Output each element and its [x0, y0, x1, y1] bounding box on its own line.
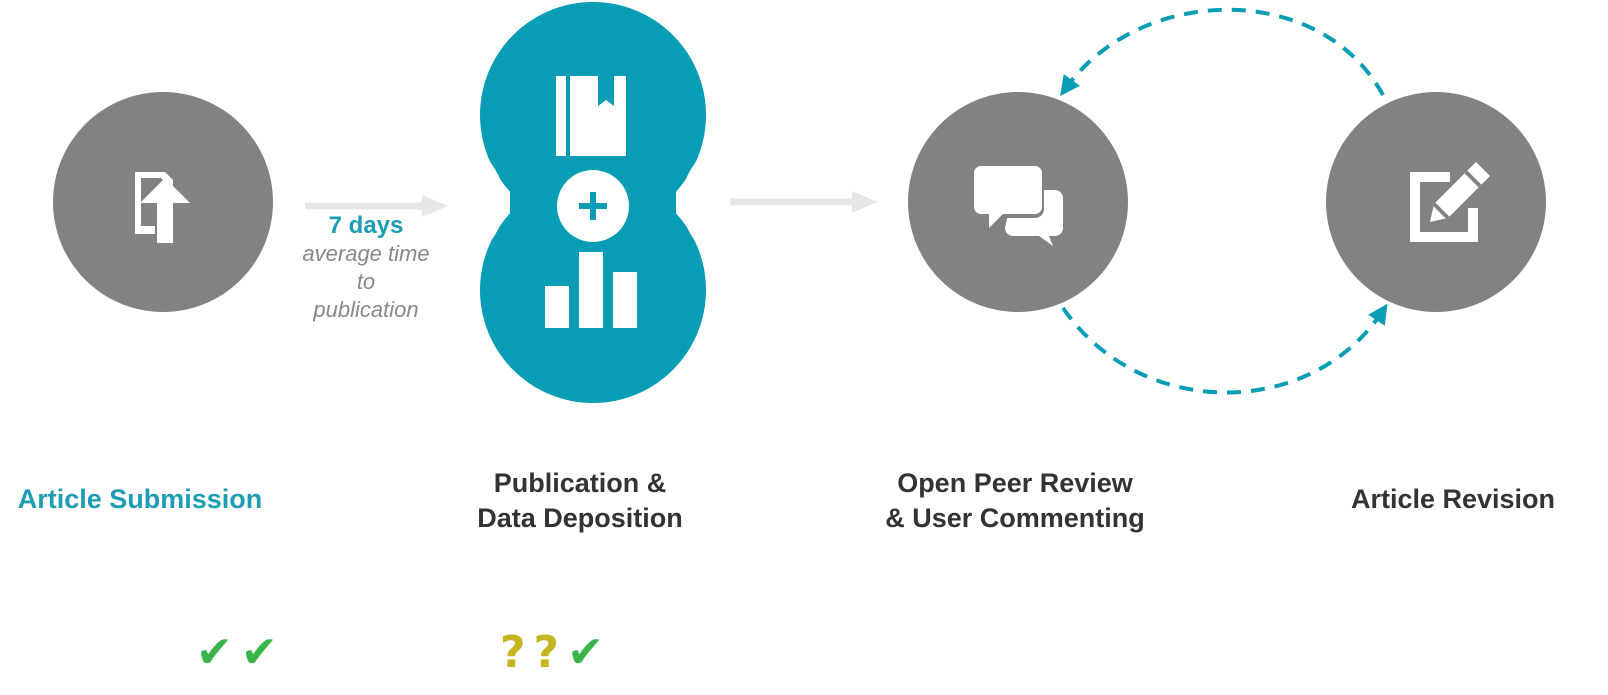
timing-line-3: publication: [312, 297, 418, 322]
label-line: & User Commenting: [885, 503, 1145, 533]
revision-node: [1326, 92, 1546, 312]
notebook-icon: [556, 76, 626, 156]
label-article-submission: Article Submission: [10, 482, 270, 517]
label-publication: Publication & Data Deposition: [460, 466, 700, 536]
loop-arrow-bottom: [1061, 303, 1388, 395]
flow-arrow-2: [730, 191, 878, 213]
submission-node: [53, 92, 273, 312]
question-mark-icon: ?: [500, 627, 534, 678]
publication-node: [480, 2, 706, 403]
timing-note: 7 days average time to publication: [302, 212, 429, 322]
submission-status-marks: ✔✔: [196, 628, 286, 678]
publication-status-marks: ??✔: [500, 628, 612, 678]
label-line: Open Peer Review: [897, 468, 1133, 498]
check-mark-icon: ✔: [196, 627, 241, 678]
check-mark-icon: ✔: [240, 627, 286, 678]
label-line: Data Deposition: [477, 503, 683, 533]
timing-line-1: average time: [302, 241, 429, 266]
chat-bubbles-icon: [972, 162, 1063, 246]
edit-pencil-icon: [1410, 162, 1490, 242]
timing-line-2: to: [357, 269, 375, 294]
label-line: Article Revision: [1350, 484, 1556, 514]
timing-headline: 7 days: [329, 212, 404, 239]
plus-icon: [557, 170, 629, 242]
label-line: Publication &: [493, 468, 667, 498]
check-mark-icon: ✔: [567, 627, 612, 678]
review-revision-loop: [1060, 7, 1388, 395]
bar-chart-icon: [545, 252, 637, 328]
peer-review-node: [908, 92, 1128, 312]
label-article-revision: Article Revision: [1340, 482, 1566, 517]
label-line: Article Submission: [17, 484, 263, 514]
upload-document-icon: [135, 172, 190, 243]
loop-arrow-top: [1060, 7, 1385, 97]
question-mark-icon: ?: [533, 627, 568, 678]
flow-arrow-1: [305, 195, 448, 217]
label-peer-review: Open Peer Review & User Commenting: [870, 466, 1160, 536]
